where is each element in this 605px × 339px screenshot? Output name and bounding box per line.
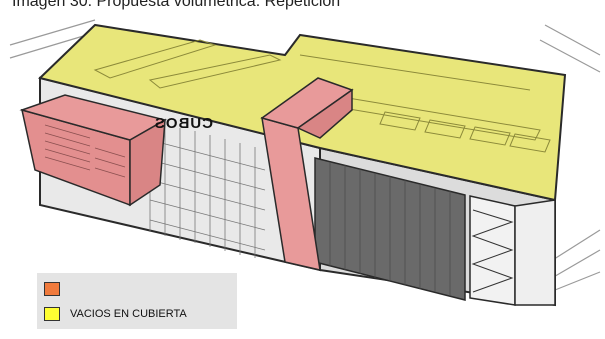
mesh-hatch — [329, 162, 451, 296]
red-box-side — [129, 118, 166, 207]
legend-swatch-yellow — [44, 307, 60, 321]
legend-swatch-orange — [44, 282, 60, 296]
building-end-facade — [514, 199, 556, 306]
legend-label: VACIOS EN CUBIERTA — [70, 308, 187, 320]
legend: VACIOS EN CUBIERTA — [37, 273, 237, 329]
red-box-grille — [44, 124, 126, 178]
stair-zigzag — [471, 209, 514, 293]
legend-item — [44, 281, 70, 297]
legend-item: VACIOS EN CUBIERTA — [44, 306, 187, 322]
stair-core — [469, 195, 516, 306]
figure-caption: Imagen 30. Propuesta volumétrica: Repeti… — [12, 0, 341, 10]
mirrored-label: CUBOS — [154, 115, 213, 132]
red-tower-side — [296, 88, 353, 139]
